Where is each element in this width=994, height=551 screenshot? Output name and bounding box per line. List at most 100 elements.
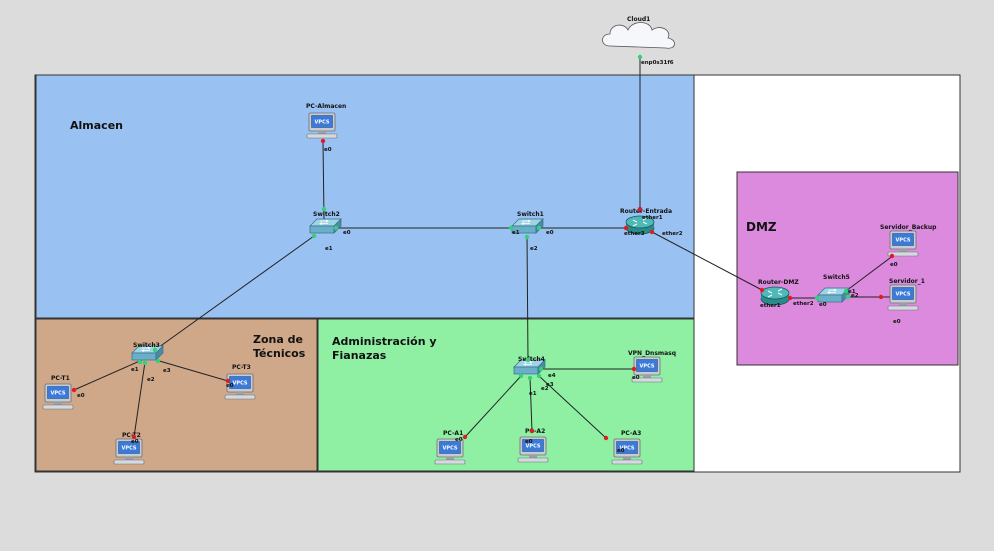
- switch1-port-e0-label: e0: [546, 230, 554, 236]
- port-dot-sw1-e1: [508, 225, 514, 231]
- zone-almacen[interactable]: [35, 74, 695, 319]
- port-dot-sw4-e1: [518, 373, 524, 379]
- port-dot-sw5-e0: [814, 295, 820, 301]
- switch1-label: Switch1: [517, 211, 544, 218]
- pc-a3-vpcs-text: VPCS: [620, 446, 635, 452]
- switch5-label: Switch5: [823, 274, 850, 281]
- port-dot-sw3-e2: [142, 360, 148, 366]
- link-pcalmacen-switch2[interactable]: [322, 140, 325, 220]
- switch3-e3-label: e3: [163, 368, 171, 374]
- link-switch3-pct2[interactable]: [133, 361, 146, 438]
- router-entrada-label: Router-Entrada: [620, 208, 672, 215]
- pc-t2-icon[interactable]: VPCS: [113, 438, 145, 465]
- servidor-1-icon[interactable]: VPCS: [887, 284, 919, 311]
- port-dot-sw4-e4: [538, 366, 544, 372]
- servidor-1-vpcs-text: VPCS: [896, 292, 911, 298]
- zone-dmz[interactable]: [736, 171, 959, 366]
- pc-t1-vpcs-text: VPCS: [51, 391, 66, 397]
- router-entrada-ether3-label: ether3: [624, 231, 645, 237]
- vpn-dnsmasq-vpcs-text: VPCS: [640, 364, 655, 370]
- port-dot-pca2: [529, 428, 535, 434]
- servidor-backup-label: Servidor_Backup: [880, 224, 937, 231]
- link-router-entrada-router-dmz[interactable]: [651, 231, 763, 291]
- port-dot-sw5-e2: [845, 294, 851, 300]
- cloud-port-label: enp0s31f6: [641, 60, 674, 66]
- pc-a2-label: PC-A2: [525, 428, 545, 435]
- vpn-dnsmasq-icon[interactable]: VPCS: [631, 356, 663, 383]
- port-dot-sw2-e1: [311, 233, 317, 239]
- port-dot-pct1: [71, 387, 77, 393]
- pc-a1-vpcs-text: VPCS: [443, 446, 458, 452]
- pc-a3-icon[interactable]: VPCS: [611, 438, 643, 465]
- switch4-e2-label: e2: [541, 386, 549, 392]
- pc-t3-port-label: e0: [226, 383, 234, 389]
- port-dot-srv1: [878, 294, 884, 300]
- link-switch5-backup[interactable]: [845, 254, 895, 292]
- port-status-dots: [71, 54, 895, 441]
- switch4-e3-label: e3: [546, 382, 554, 388]
- port-dot-sw5-e1: [843, 288, 849, 294]
- link-switch3-pct3[interactable]: [155, 359, 229, 382]
- switch2-port-e0-label: e0: [343, 230, 351, 236]
- zone-dmz-label: DMZ: [746, 220, 777, 234]
- servidor-1-label: Servidor_1: [889, 278, 925, 285]
- pc-almacen-port-label: e0: [324, 147, 332, 153]
- link-switch1-switch4[interactable]: [526, 235, 529, 361]
- router-dmz-ether2-label: ether2: [793, 301, 814, 307]
- port-dot-cloud: [637, 54, 643, 60]
- port-dot-sw3-e1: [137, 359, 143, 365]
- link-switch4-pca1[interactable]: [464, 375, 522, 438]
- pc-almacen-vpcs-text: VPCS: [315, 120, 330, 126]
- port-dot-sw1-e2: [524, 234, 530, 240]
- port-dot-pct3: [225, 378, 231, 384]
- pc-t1-label: PC-T1: [51, 375, 70, 382]
- pc-a3-port-label: e0: [617, 448, 625, 454]
- switch3-e1-label: e1: [131, 367, 139, 373]
- port-dot-pca3: [603, 435, 609, 441]
- pc-t3-label: PC-T3: [232, 364, 251, 371]
- port-dot-re-ether1: [637, 206, 643, 212]
- port-dot-sw1-e0: [536, 225, 542, 231]
- port-dot-sw4-e3: [536, 373, 542, 379]
- link-switch4-pca2[interactable]: [529, 376, 533, 432]
- pc-t2-vpcs-text: VPCS: [122, 446, 137, 452]
- router-dmz-ether1-label: ether1: [760, 303, 781, 309]
- vpn-dnsmasq-label: VPN_Dnsmasq: [628, 350, 676, 357]
- zone-admin-label-line1: Administración y: [332, 335, 437, 348]
- switch5-e1-label: e1: [848, 289, 856, 295]
- pc-a1-icon[interactable]: VPCS: [434, 438, 466, 465]
- switch4-e1-label: e1: [529, 391, 537, 397]
- switch1-port-e2-label: e2: [530, 246, 538, 252]
- port-dot-rdmz-ether1: [759, 287, 765, 293]
- link-switch2-switch3[interactable]: [154, 235, 315, 351]
- router-dmz-label: Router-DMZ: [758, 279, 799, 286]
- port-dot-pcalm: [320, 138, 326, 144]
- vpn-dnsmasq-port-label: e0: [632, 375, 640, 381]
- router-entrada-ether2-label: ether2: [662, 231, 683, 237]
- pc-almacen-icon[interactable]: VPCS: [306, 112, 338, 139]
- link-switch3-pct1[interactable]: [73, 359, 143, 391]
- port-dot-sw2-sw3: [152, 347, 158, 353]
- pc-a2-icon[interactable]: VPCS: [517, 436, 549, 463]
- servidor-backup-port-label: e0: [890, 262, 898, 268]
- cloud-icon[interactable]: [602, 22, 675, 49]
- servidor-backup-icon[interactable]: VPCS: [887, 230, 919, 257]
- router-entrada-ether1-label: ether1: [642, 215, 663, 221]
- pc-a1-port-label: e0: [455, 437, 463, 443]
- zone-tecnicos-label-line1: Zona de: [253, 333, 303, 346]
- pc-a2-vpcs-text: VPCS: [526, 444, 541, 450]
- port-dot-rdmz-ether2: [787, 295, 793, 301]
- switch3-e2-label: e2: [147, 377, 155, 383]
- zone-tecnicos[interactable]: [35, 318, 318, 472]
- port-dot-sw2-e0: [333, 225, 339, 231]
- port-dot-sw2-top: [321, 206, 327, 212]
- pc-a2-port-label: e0: [525, 439, 533, 445]
- port-dot-sw4-e2: [527, 375, 533, 381]
- link-switch4-pca3[interactable]: [538, 375, 607, 439]
- pc-t2-port-label: e0: [131, 439, 139, 445]
- pc-t1-icon[interactable]: VPCS: [42, 383, 74, 410]
- zone-almacen-label: Almacen: [70, 119, 123, 132]
- pc-t3-icon[interactable]: VPCS: [224, 373, 256, 400]
- switch2-label: Switch2: [313, 211, 340, 218]
